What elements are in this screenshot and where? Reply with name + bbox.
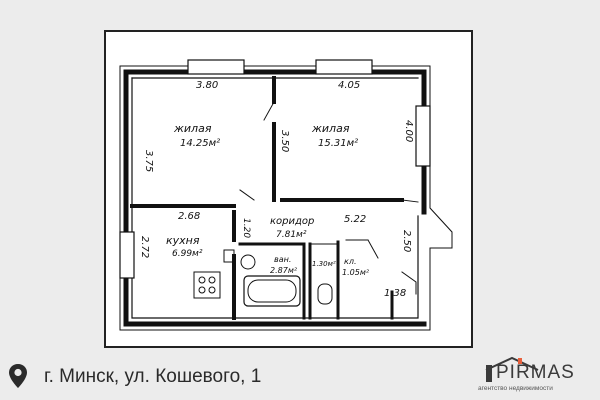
dimension-label: 1.38	[384, 288, 406, 299]
dimension-label: 2.72	[139, 236, 150, 258]
room-area: 6.99м²	[172, 249, 203, 259]
room-area: 1.30м²	[312, 260, 336, 268]
brand-name: PIRMAS	[496, 362, 575, 383]
house-roof-icon	[485, 356, 539, 382]
dimension-label: 3.80	[196, 80, 218, 91]
room-label: жилая	[311, 122, 350, 135]
listing-footer: г. Минск, ул. Кошевого, 1 PIRMAS агентст…	[0, 352, 600, 400]
address-text: г. Минск, ул. Кошевого, 1	[44, 366, 262, 387]
floor-plan: жилая 14.25м² жилая 15.31м² коридор 7.81…	[104, 30, 473, 348]
dimension-label: 4.05	[338, 80, 360, 91]
location-pin-icon	[8, 363, 28, 393]
dimension-label: 2.68	[178, 211, 200, 222]
brand-logo: PIRMAS агентство недвижимости	[474, 356, 590, 396]
floor-plan-drawing: жилая 14.25м² жилая 15.31м² коридор 7.81…	[119, 59, 453, 331]
room-area: 1.05м²	[342, 268, 370, 277]
room-area: 15.31м²	[318, 138, 358, 149]
room-area: 2.87м²	[270, 266, 298, 275]
room-label: жилая	[173, 122, 212, 135]
room-label: ван.	[274, 255, 291, 264]
brand-tagline: агентство недвижимости	[478, 385, 553, 392]
dimension-label: 3.75	[143, 150, 154, 172]
room-area: 14.25м²	[180, 138, 220, 149]
dimension-label: 5.22	[344, 214, 366, 225]
room-label: кл.	[344, 257, 357, 266]
dimension-label: 4.00	[403, 120, 414, 142]
dimension-label: 3.50	[279, 130, 290, 152]
dimension-label: 1.20	[241, 218, 251, 238]
room-label: кухня	[166, 234, 200, 247]
room-label: коридор	[270, 216, 314, 227]
dimension-label: 2.50	[401, 230, 412, 252]
room-area: 7.81м²	[276, 230, 307, 240]
